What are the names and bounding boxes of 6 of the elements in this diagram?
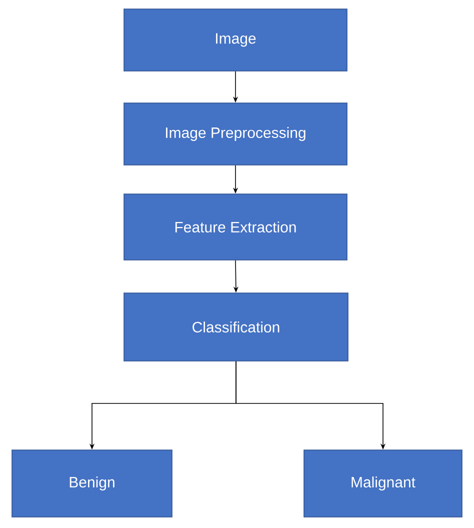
process-box: Malignant xyxy=(304,450,462,518)
process-box: Classification xyxy=(124,292,348,362)
process-box: Benign xyxy=(12,450,172,518)
process-box: Feature Extraction xyxy=(124,194,348,260)
process-box: Image xyxy=(124,8,348,72)
process-box: Image Preprocessing xyxy=(124,102,348,166)
